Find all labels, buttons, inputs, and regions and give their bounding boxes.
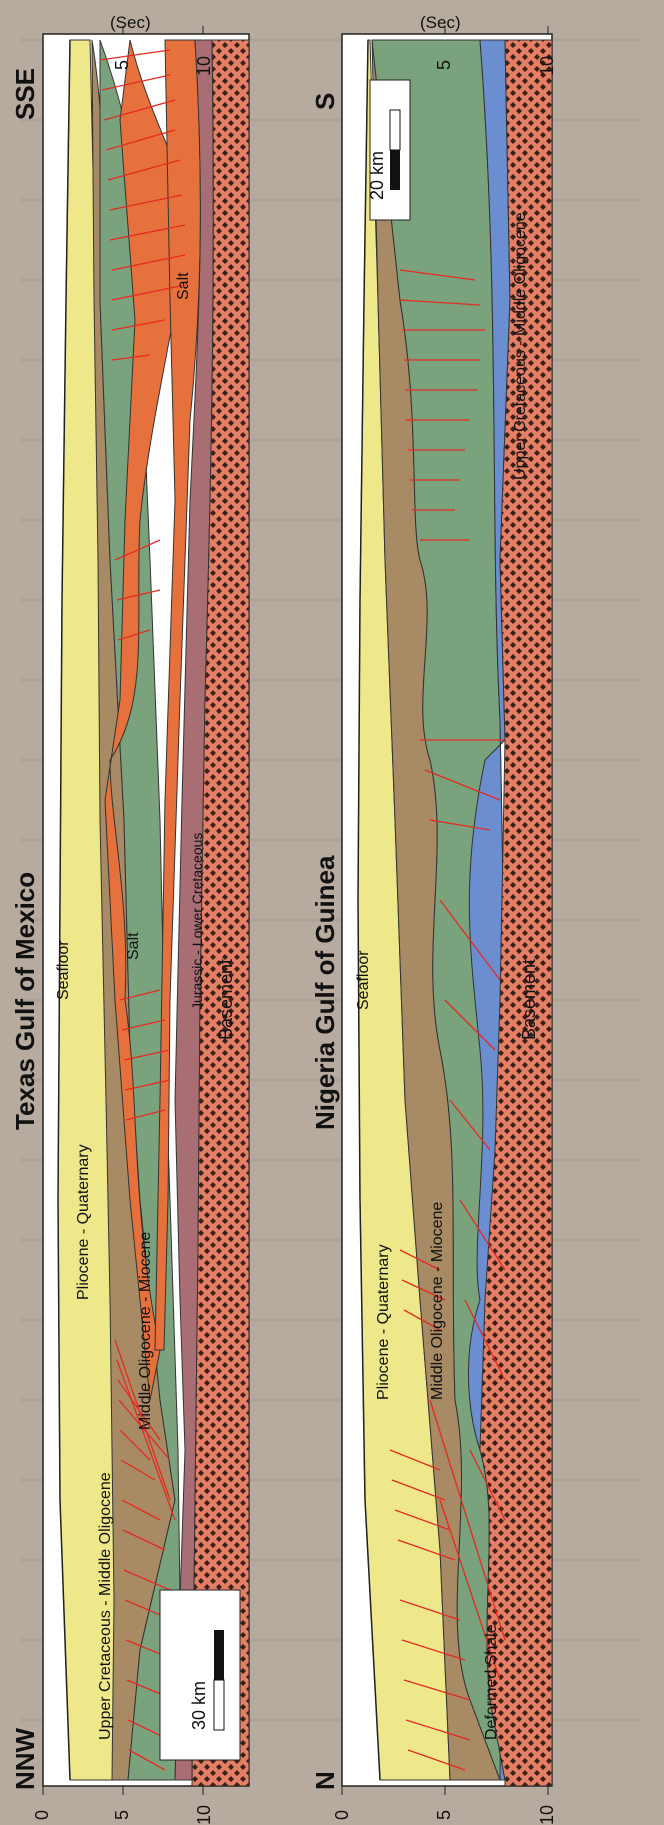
direction-label-sse: SSE xyxy=(10,68,40,120)
scale-bar-label: 30 km xyxy=(189,1681,209,1730)
label-jurassic: Jurassic - Lower Cretaceous xyxy=(189,833,205,1010)
scale-bar-30km xyxy=(160,1590,240,1760)
label-seafloor: Seafloor xyxy=(355,950,372,1010)
scale-bar-label: 20 km xyxy=(367,151,387,200)
left-tick-0: 0 xyxy=(332,1810,352,1820)
left-tick-10: 10 xyxy=(194,1805,214,1825)
label-salt: Salt xyxy=(125,932,142,960)
top-tick-10: 10 xyxy=(537,56,557,76)
label-deformed-shale: Deformed Shale xyxy=(483,1624,500,1740)
label-basement: Basement xyxy=(216,959,236,1040)
label-basement: Basement xyxy=(519,959,539,1040)
label-pliocene: Pliocene - Quaternary xyxy=(75,1144,92,1300)
left-tick-0: 0 xyxy=(32,1810,52,1820)
top-tick-5: 5 xyxy=(112,60,132,70)
gulf-of-mexico-section xyxy=(43,26,249,1795)
top-tick-10: 10 xyxy=(194,56,214,76)
label-upper-cretaceous: Upper Cretaceous - Middle Oligocene xyxy=(512,212,529,480)
section-title-gulf-of-mexico: Texas Gulf of Mexico xyxy=(10,872,40,1130)
left-tick-5: 5 xyxy=(434,1810,454,1820)
label-salt: Salt xyxy=(175,272,192,300)
label-seafloor: Seafloor xyxy=(55,940,72,1000)
label-pliocene: Pliocene - Quaternary xyxy=(375,1244,392,1400)
direction-label-s: S xyxy=(310,93,340,110)
label-middle-oligocene: Middle Oligocene - Miocene xyxy=(137,1232,154,1430)
left-tick-5: 5 xyxy=(112,1810,132,1820)
axis-unit-label: (Sec) xyxy=(110,13,151,32)
top-tick-5: 5 xyxy=(434,60,454,70)
direction-label-nnw: NNW xyxy=(10,1727,40,1790)
left-tick-10: 10 xyxy=(537,1805,557,1825)
axis-unit-label: (Sec) xyxy=(420,13,461,32)
direction-label-n: N xyxy=(310,1771,340,1790)
label-upper-cretaceous: Upper Cretaceous - Middle Oligocene xyxy=(97,1472,114,1740)
label-middle-oligocene: Middle Oligocene - Miocene xyxy=(429,1202,446,1400)
section-title-gulf-of-guinea: Nigeria Gulf of Guinea xyxy=(310,855,340,1130)
